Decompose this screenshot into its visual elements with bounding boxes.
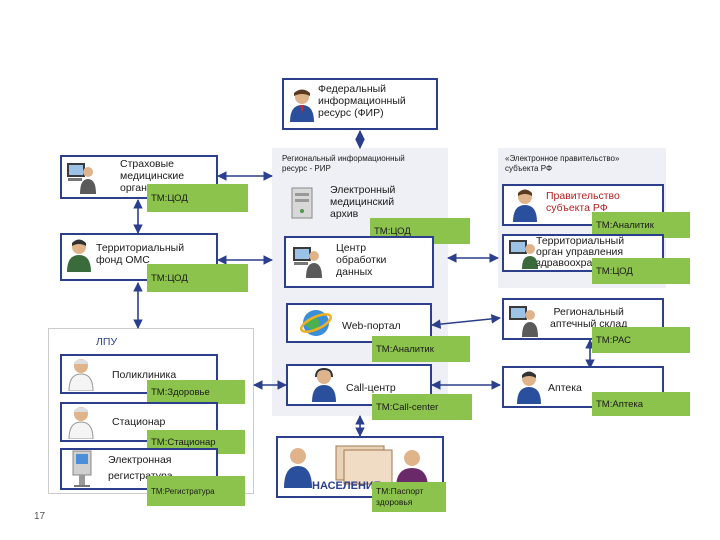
pharm-warehouse-tm-badge: ТМ:РАС: [592, 327, 690, 353]
hospital-label: Стационар: [112, 416, 165, 428]
person-icon: [288, 88, 316, 127]
person-icon: [66, 238, 92, 277]
tfoms-tm-badge: ТМ:ЦОД: [147, 264, 248, 292]
insurance-tm-badge: ТМ:ЦОД: [147, 184, 248, 212]
globe-icon: [300, 307, 332, 344]
computer-user-icon: [292, 244, 322, 283]
pharmacy-tm-badge: ТМ:Аптека: [592, 392, 690, 416]
regional-resource-title: Региональный информационный ресурс - РИР: [282, 154, 405, 174]
computer-user-icon: [508, 303, 538, 342]
population-label: НАСЕЛЕНИЕ: [312, 480, 381, 492]
clinic-tm-badge: ТМ:Здоровье: [147, 380, 245, 404]
call-center-label: Call-центр: [346, 382, 396, 394]
tfoms-label: Территориальный фонд ОМС: [96, 242, 184, 266]
lpu-title: ЛПУ: [96, 336, 117, 348]
doctor-icon: [68, 405, 94, 444]
web-portal-label: Web-портал: [342, 320, 401, 332]
computer-user-icon: [66, 160, 96, 199]
page-number: 17: [34, 512, 45, 522]
pharmacy-label: Аптека: [548, 382, 582, 394]
health-org-tm-badge: ТМ:ЦОД: [592, 258, 690, 284]
registry-tm-badge: ТМ:Регистратура: [147, 476, 245, 506]
government-label: Правительство субъекта РФ: [546, 190, 620, 214]
population-tm-badge: ТМ:Паспорт здоровья: [372, 482, 446, 512]
web-portal-tm-badge: ТМ:Аналитик: [372, 336, 470, 362]
kiosk-icon: [70, 450, 94, 493]
arrow-portal-warehouse: [432, 318, 500, 325]
egov-title: «Электронное правительство» субъекта РФ: [505, 154, 619, 174]
federal-resource-label: Федеральный информационный ресурс (ФИР): [318, 83, 406, 119]
call-center-tm-badge: ТМ:Call-center: [372, 394, 472, 420]
person-icon: [516, 370, 542, 409]
data-center-label: Центр обработки данных: [336, 242, 386, 278]
server-icon: [288, 186, 318, 225]
person-icon: [512, 188, 538, 227]
operator-icon: [310, 368, 338, 407]
computer-user-icon: [508, 237, 538, 274]
doctor-icon: [68, 357, 94, 396]
archive-label: Электронный медицинский архив: [330, 184, 395, 220]
